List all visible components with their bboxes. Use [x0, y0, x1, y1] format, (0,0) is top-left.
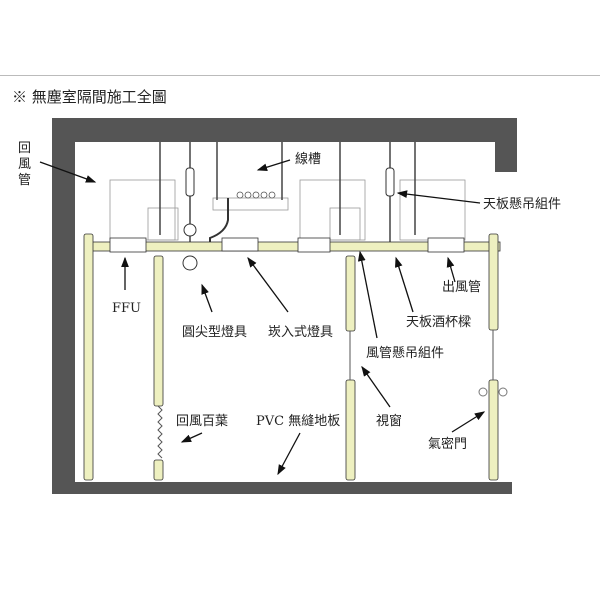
return-louver — [157, 405, 163, 459]
label-duct-hanger: 風管懸吊組件 — [366, 346, 444, 361]
label-outlet-duct: 出風管 — [442, 280, 481, 295]
label-ceiling-beam: 天板酒杯樑 — [406, 315, 471, 330]
divider — [0, 75, 600, 76]
hanger-rods — [159, 142, 416, 243]
label-cable-tray: 線槽 — [295, 151, 321, 167]
round-lamp — [182, 255, 198, 271]
label-return-duct-3: 管 — [18, 173, 31, 188]
label-return-duct-2: 風 — [18, 157, 31, 172]
cable — [209, 198, 229, 245]
leader-arrows — [39, 159, 486, 476]
label-ffu: FFU — [112, 301, 141, 316]
turnbuckles — [183, 167, 395, 237]
partition-panels — [83, 233, 499, 481]
ffu-units — [109, 237, 465, 253]
door-handle — [478, 387, 508, 397]
label-recessed-lamp: 崁入式燈具 — [268, 325, 333, 340]
cable-tray-wires — [236, 191, 276, 199]
label-ceiling-hanger: 天板懸吊組件 — [483, 197, 561, 212]
page-title: ※ 無塵室隔間施工全圖 — [12, 88, 167, 106]
label-round-lamp: 圓尖型燈具 — [182, 325, 247, 340]
label-return-louver: 回風百葉 — [176, 414, 228, 429]
label-window: 視窗 — [376, 413, 402, 429]
label-airtight-door: 氣密門 — [428, 436, 467, 452]
return-duct-box — [109, 179, 466, 241]
label-return-duct-1: 回 — [18, 141, 31, 156]
label-pvc-floor: PVC 無縫地板 — [256, 414, 340, 429]
